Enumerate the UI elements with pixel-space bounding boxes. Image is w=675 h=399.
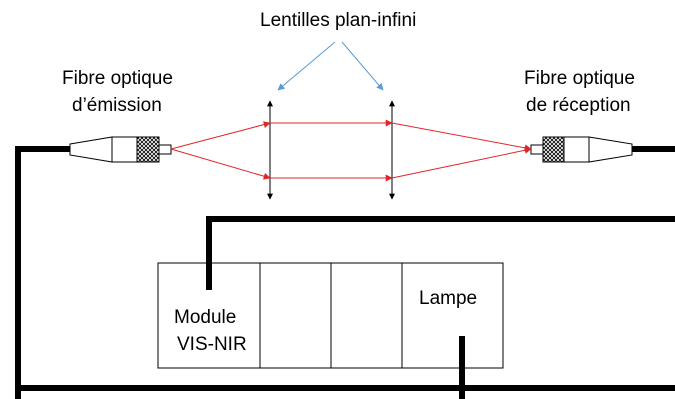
emission-fiber-cable	[15, 146, 70, 399]
module-label-line2: VIS-NIR	[177, 334, 247, 355]
emission-fiber-label-line2: d’émission	[72, 95, 162, 116]
lenses-label: Lentilles plan-infini	[260, 10, 417, 31]
instrument-rack	[157, 262, 504, 369]
light-beam	[170, 119, 532, 182]
lamp-label: Lampe	[419, 288, 478, 309]
reception-fiber-label-line1: Fibre optique	[524, 68, 635, 89]
emission-fiber-label-line1: Fibre optique	[62, 68, 173, 89]
reception-fiber-connector	[530, 136, 633, 163]
lens-pointer-arrows	[277, 41, 384, 91]
emission-fiber-connector	[69, 136, 172, 163]
reception-fiber-label-line2: de réception	[526, 95, 631, 116]
module-label-line1: Module	[174, 307, 237, 328]
